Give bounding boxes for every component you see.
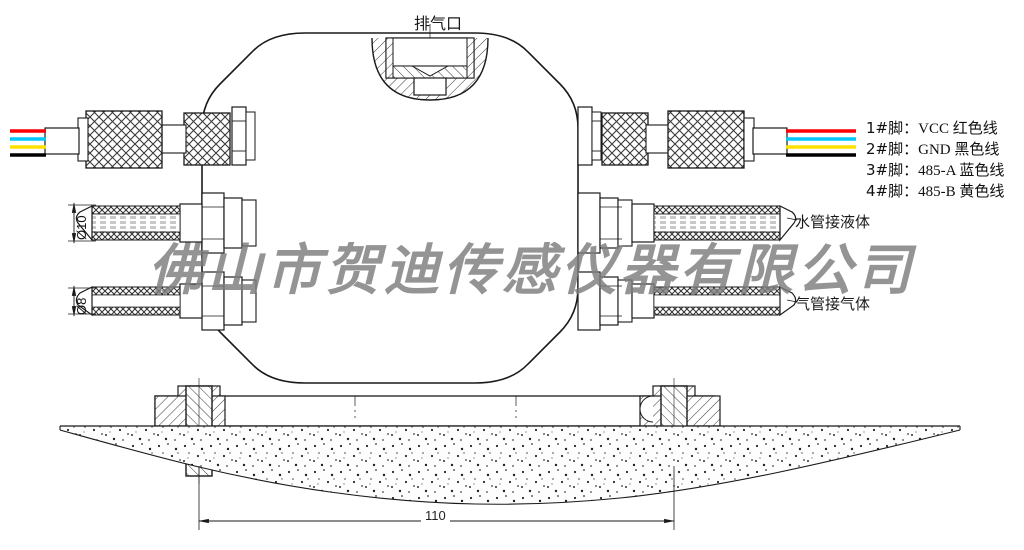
- diameter-dimension-gas: [68, 285, 96, 317]
- exhaust-port-assembly: [371, 24, 489, 101]
- legend-signal: VCC: [918, 121, 953, 137]
- legend-pin: 3#脚：: [866, 161, 919, 179]
- water-pipe-label: 水管接液体: [795, 213, 871, 231]
- right-cable-gland-assembly: [577, 106, 856, 169]
- legend-row-2: 2#脚：GND 黑色线: [866, 139, 1004, 160]
- right-water-hose-assembly: [577, 192, 797, 254]
- center-lines: [354, 396, 517, 418]
- legend-wire-color-name: 蓝色线: [959, 161, 1005, 179]
- legend-signal: GND: [918, 142, 955, 158]
- right-gas-hose-assembly: [577, 271, 797, 331]
- legend-pin: 1#脚：: [866, 119, 919, 137]
- exhaust-port-label: 排气口: [414, 14, 463, 33]
- diameter-dimension-water: [68, 202, 96, 244]
- left-cable-gland-assembly: [10, 106, 256, 169]
- legend-signal: 485-A: [918, 163, 960, 179]
- sensor-body-outline: [201, 32, 579, 384]
- legend-wire-color-name: 红色线: [952, 119, 998, 137]
- diameter-label-water: Ø10: [74, 215, 89, 240]
- diameter-label-gas: Ø8: [74, 297, 89, 315]
- legend-signal: 485-B: [918, 184, 960, 200]
- base-width-label: 110: [421, 508, 450, 523]
- legend-wire-color-name: 黄色线: [959, 182, 1005, 200]
- gas-pipe-label: 气管接气体: [795, 295, 871, 313]
- leader-lines: [786, 217, 798, 303]
- legend-row-4: 4#脚：485-B 黄色线: [866, 181, 1004, 202]
- left-gas-hose-assembly: [75, 271, 257, 331]
- left-wire-bundle: [10, 129, 46, 157]
- right-wire-bundle: [786, 129, 856, 157]
- legend-wire-color-name: 黑色线: [954, 140, 1000, 158]
- ground-section: [59, 425, 961, 505]
- legend-pin: 4#脚：: [866, 182, 919, 200]
- legend-row-1: 1#脚：VCC 红色线: [866, 118, 1004, 139]
- legend-row-3: 3#脚：485-A 蓝色线: [866, 160, 1004, 181]
- left-water-hose-assembly: [75, 192, 257, 254]
- legend-pin: 2#脚：: [866, 140, 919, 158]
